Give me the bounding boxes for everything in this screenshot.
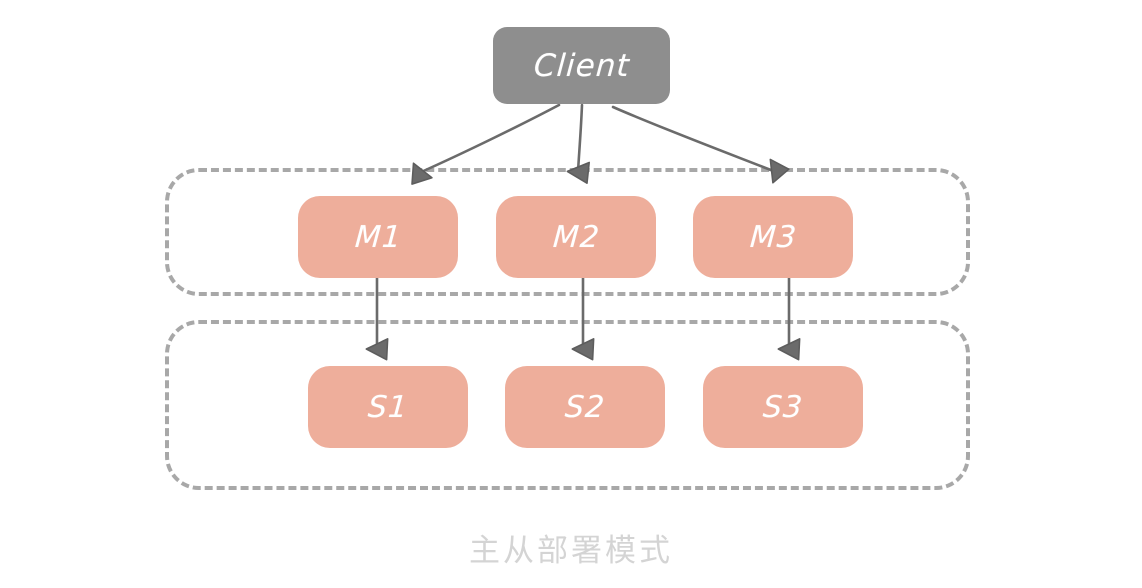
node-client-label: Client (532, 47, 631, 84)
edge-client-to-m1 (411, 103, 561, 185)
node-s2-label: S2 (563, 389, 607, 425)
node-s3-label: S3 (761, 389, 805, 425)
node-s2[interactable]: S2 (505, 366, 665, 448)
node-m3[interactable]: M3 (693, 196, 853, 278)
node-m1[interactable]: M1 (298, 196, 458, 278)
diagram-caption: 主从部署模式 (469, 533, 673, 569)
node-m1-label: M1 (353, 219, 403, 255)
node-m2[interactable]: M2 (496, 196, 656, 278)
node-s1-label: S1 (366, 389, 410, 425)
node-m2-label: M2 (551, 219, 601, 255)
slave-group-container (165, 320, 970, 490)
edge-client-to-m3 (611, 105, 790, 184)
node-s1[interactable]: S1 (308, 366, 468, 448)
node-client[interactable]: Client (493, 27, 670, 104)
node-m3-label: M3 (748, 219, 798, 255)
edge-client-to-m2 (566, 103, 590, 184)
node-s3[interactable]: S3 (703, 366, 863, 448)
